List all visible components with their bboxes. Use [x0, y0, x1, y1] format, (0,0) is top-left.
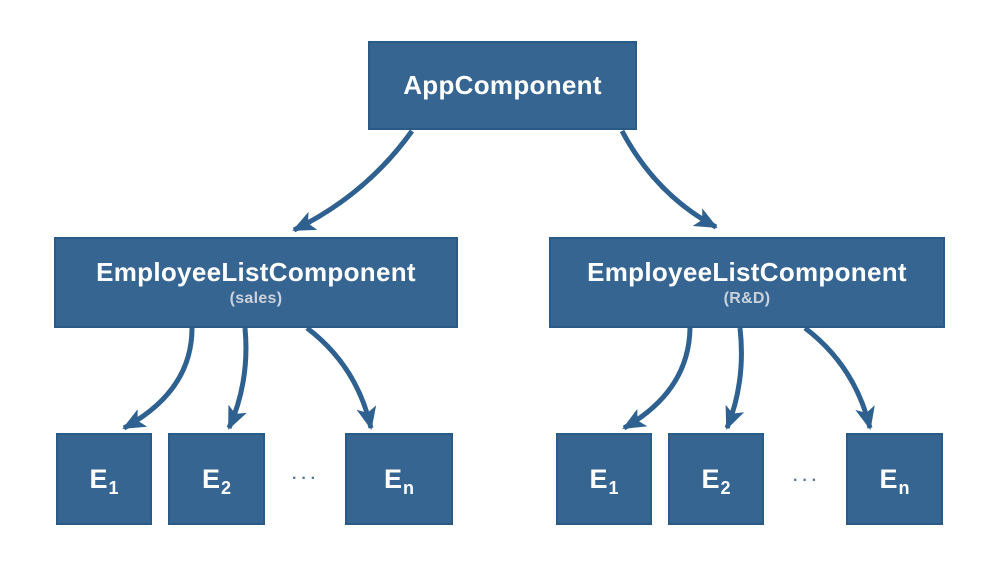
node-label: E2: [201, 463, 232, 498]
node-sales-e2: E2: [168, 433, 265, 525]
node-sublabel: (sales): [229, 290, 283, 307]
node-label: AppComponent: [403, 70, 602, 100]
node-rnd-e1: E1: [556, 433, 652, 525]
arrow-rnd-to-en: [803, 326, 875, 430]
arrow-sales-to-en: [305, 326, 377, 430]
node-sales-en: En: [345, 433, 453, 525]
ellipsis-sales: ···: [292, 470, 320, 487]
node-rnd-e2: E2: [668, 433, 764, 525]
arrow-sales-to-e1: [122, 327, 195, 431]
node-label: En: [383, 463, 414, 498]
node-rnd-en: En: [846, 433, 943, 525]
node-label: EmployeeListComponent: [96, 257, 416, 287]
node-sales-e1: E1: [56, 433, 152, 525]
arrow-sales-to-e2: [226, 327, 249, 430]
node-employee-list-sales: EmployeeListComponent (sales): [54, 237, 458, 328]
node-label: EmployeeListComponent: [587, 257, 907, 287]
node-sublabel: (R&D): [723, 290, 771, 307]
node-employee-list-rnd: EmployeeListComponent (R&D): [549, 237, 945, 328]
node-label: En: [879, 463, 910, 498]
node-label: E2: [701, 463, 731, 498]
node-app-component: AppComponent: [368, 41, 637, 130]
arrow-root-to-rnd: [619, 129, 718, 230]
node-label: E1: [89, 463, 119, 498]
node-label: E1: [589, 463, 619, 498]
arrow-rnd-to-e2: [724, 327, 745, 430]
arrow-root-to-sales: [292, 129, 415, 233]
ellipsis-rnd: ···: [793, 472, 821, 489]
arrow-rnd-to-e1: [622, 327, 693, 431]
